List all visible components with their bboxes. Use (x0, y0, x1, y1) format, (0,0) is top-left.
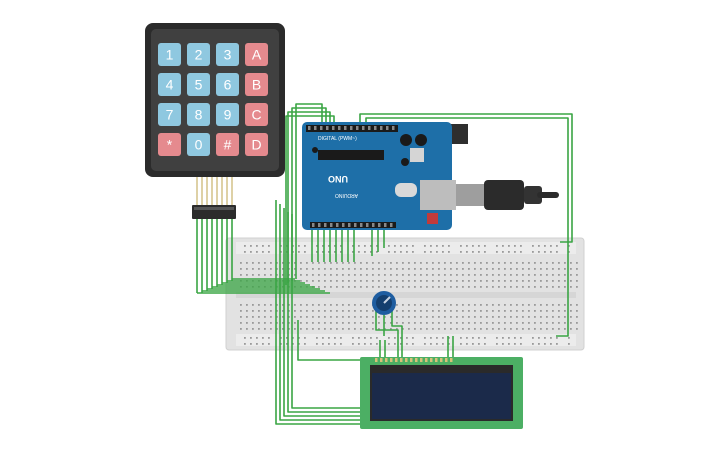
usb-port (420, 180, 456, 210)
key-label: 2 (195, 47, 203, 63)
key-label: 4 (166, 77, 174, 93)
key-A[interactable]: A (245, 43, 268, 66)
keypad-connector (192, 177, 236, 219)
key-3[interactable]: 3 (216, 43, 239, 66)
digital-label: DIGITAL (PWM~) (318, 136, 357, 142)
key-label: A (252, 47, 262, 63)
key-8[interactable]: 8 (187, 103, 210, 126)
key-star[interactable]: * (158, 133, 181, 156)
arduino-logo-text: UNO (328, 174, 348, 184)
microcontroller-chip (318, 150, 384, 160)
key-B[interactable]: B (245, 73, 268, 96)
potentiometer[interactable] (372, 291, 396, 315)
key-label: # (224, 137, 232, 153)
lcd-16x2[interactable] (360, 357, 523, 429)
key-label: 3 (224, 47, 232, 63)
key-label: D (251, 137, 261, 153)
analog-header (310, 222, 396, 228)
arduino-uno-board[interactable]: UNO ARDUINO DIGITAL (PWM~) (302, 122, 468, 230)
key-4[interactable]: 4 (158, 73, 181, 96)
usb-cable (456, 180, 559, 210)
key-label: 7 (166, 107, 174, 123)
key-5[interactable]: 5 (187, 73, 210, 96)
arduino-subtitle: ARDUINO (335, 192, 358, 198)
key-0[interactable]: 0 (187, 133, 210, 156)
wires (196, 103, 573, 425)
key-6[interactable]: 6 (216, 73, 239, 96)
key-hash[interactable]: # (216, 133, 239, 156)
key-label: * (167, 137, 173, 153)
breadboard-holes (240, 245, 578, 345)
key-label: 0 (195, 137, 203, 153)
key-C[interactable]: C (245, 103, 268, 126)
key-label: 1 (166, 47, 174, 63)
key-1[interactable]: 1 (158, 43, 181, 66)
key-label: B (252, 77, 261, 93)
reset-button[interactable] (427, 213, 438, 224)
key-label: 9 (224, 107, 232, 123)
key-label: 6 (224, 77, 232, 93)
lcd-screen (372, 373, 511, 419)
key-7[interactable]: 7 (158, 103, 181, 126)
key-label: 8 (195, 107, 203, 123)
key-label: C (251, 107, 261, 123)
key-9[interactable]: 9 (216, 103, 239, 126)
key-2[interactable]: 2 (187, 43, 210, 66)
breadboard[interactable] (225, 237, 585, 351)
power-jack (448, 124, 468, 144)
key-D[interactable]: D (245, 133, 268, 156)
keypad-4x4[interactable]: 1 2 3 A 4 5 6 B 7 8 9 C * 0 # D (145, 23, 285, 177)
key-label: 5 (195, 77, 203, 93)
crystal (395, 183, 417, 197)
